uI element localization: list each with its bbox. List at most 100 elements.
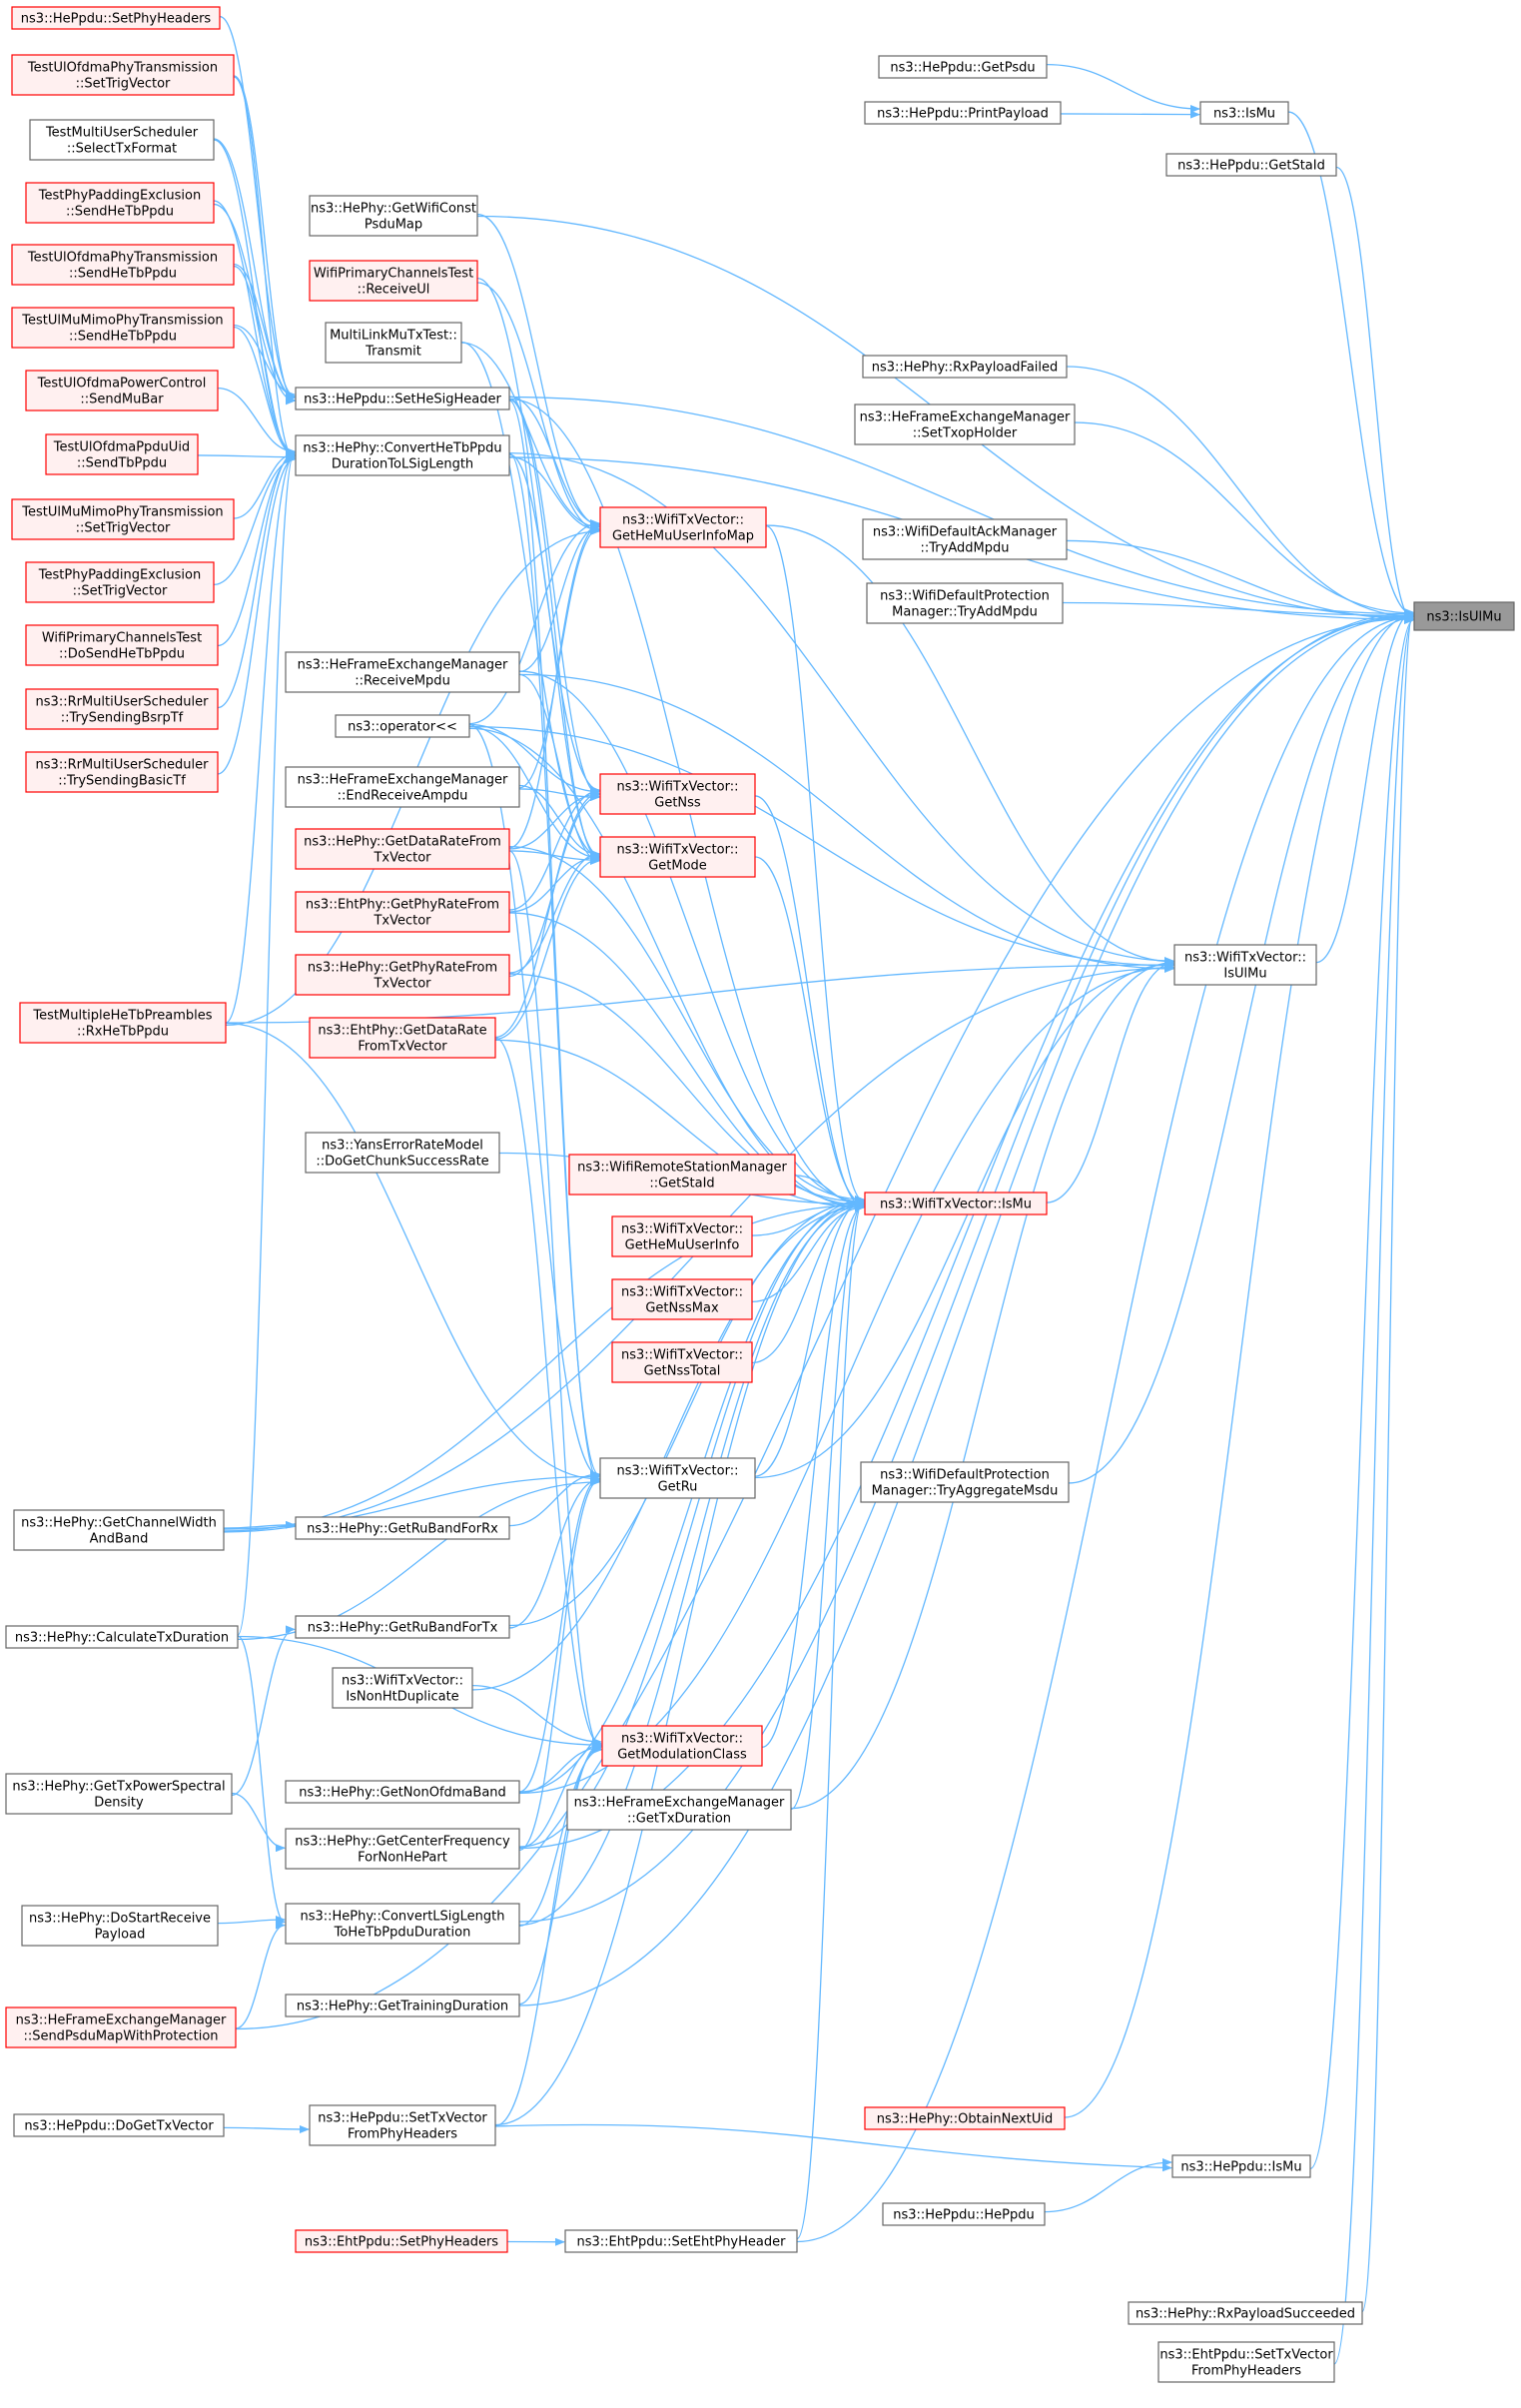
call-edge xyxy=(494,2123,1172,2172)
graph-node-ns3IsUlMu[interactable]: ns3::IsUlMu xyxy=(1413,601,1515,631)
node-label: TestUlMuMimoPhyTransmission xyxy=(21,505,223,520)
call-edge xyxy=(471,1203,865,1691)
graph-node-hePpduSetHeSigHeader[interactable]: ns3::HePpdu::SetHeSigHeader xyxy=(295,387,510,410)
node-label: ns3::WifiDefaultProtection xyxy=(880,1468,1050,1483)
graph-node-tummptSendHeTbPpdu[interactable]: TestUlMuMimoPhyTransmission::SendHeTbPpd… xyxy=(11,307,235,349)
node-box xyxy=(862,518,1068,560)
graph-node-wdamTryAddMpdu[interactable]: ns3::WifiDefaultAckManager::TryAddMpdu xyxy=(862,518,1068,560)
node-box xyxy=(295,1615,510,1639)
graph-node-hePhyRxPayloadSucceeded[interactable]: ns3::HePhy::RxPayloadSucceeded xyxy=(1128,2301,1363,2325)
node-box xyxy=(1199,101,1289,125)
graph-node-wpctDoSendHeTbPpdu[interactable]: WifiPrimaryChannelsTest::DoSendHeTbPpdu xyxy=(25,624,219,666)
graph-node-ehtPpduSetEhtPhyHeader[interactable]: ns3::EhtPpdu::SetEhtPhyHeader xyxy=(564,2229,798,2253)
graph-node-hfemEndReceiveAmpdu[interactable]: ns3::HeFrameExchangeManager::EndReceiveA… xyxy=(285,766,520,808)
node-box xyxy=(19,1002,227,1044)
graph-node-hePhyGetRuBandForRx[interactable]: ns3::HePhy::GetRuBandForRx xyxy=(295,1516,510,1540)
node-box xyxy=(599,1457,756,1499)
graph-node-hePhyRxPayloadFailed[interactable]: ns3::HePhy::RxPayloadFailed xyxy=(862,355,1068,379)
graph-node-hePpduIsMu[interactable]: ns3::HePpdu::IsMu xyxy=(1171,2154,1311,2178)
graph-node-hePhyConvertHeTbPpduDurationToLSigLength[interactable]: ns3::HePhy::ConvertHeTbPpduDurationToLSi… xyxy=(295,434,510,476)
graph-node-hfemSetTxopHolder[interactable]: ns3::HeFrameExchangeManager::SetTxopHold… xyxy=(854,403,1076,445)
graph-node-rmusTrySendingBsrpTf[interactable]: ns3::RrMultiUserScheduler::TrySendingBsr… xyxy=(25,688,219,730)
node-box xyxy=(5,1625,239,1649)
graph-node-tmhtpRxHeTbPpdu[interactable]: TestMultipleHeTbPreambles::RxHeTbPpdu xyxy=(19,1002,227,1044)
graph-node-tppeSetTrigVector[interactable]: TestPhyPaddingExclusion::SetTrigVector xyxy=(25,561,215,603)
graph-node-hePhyGetNonOfdmaBand[interactable]: ns3::HePhy::GetNonOfdmaBand xyxy=(285,1780,520,1804)
graph-node-tuoptSetTrigVector[interactable]: TestUlOfdmaPhyTransmission::SetTrigVecto… xyxy=(11,54,235,96)
graph-node-ns3IsMu[interactable]: ns3::IsMu xyxy=(1199,101,1289,125)
graph-node-tppeSendHeTbPpdu[interactable]: TestPhyPaddingExclusion::SendHeTbPpdu xyxy=(25,182,215,224)
graph-node-hePhyGetCenterFrequencyForNonHePart[interactable]: ns3::HePhy::GetCenterFrequencyForNonHePa… xyxy=(285,1828,520,1870)
node-label: ::TrySendingBsrpTf xyxy=(61,711,184,726)
graph-node-tmusSelectTxFormat[interactable]: TestMultiUserScheduler::SelectTxFormat xyxy=(29,119,215,161)
graph-node-wpctReceiveUl[interactable]: WifiPrimaryChannelsTest::ReceiveUl xyxy=(309,260,478,302)
graph-node-ehtPpduSetPhyHeaders[interactable]: ns3::EhtPpdu::SetPhyHeaders xyxy=(295,2229,508,2253)
node-label: ns3::HeFrameExchangeManager xyxy=(298,658,508,673)
graph-node-wtxIsUlMu[interactable]: ns3::WifiTxVector::IsUlMu xyxy=(1173,944,1317,986)
graph-node-wtxGetModulationClass[interactable]: ns3::WifiTxVector::GetModulationClass xyxy=(601,1725,763,1767)
graph-node-hePpduDoGetTxVector[interactable]: ns3::HePpdu::DoGetTxVector xyxy=(13,2113,225,2137)
graph-node-wtxGetNssMax[interactable]: ns3::WifiTxVector::GetNssMax xyxy=(611,1278,753,1320)
graph-node-tummptSetTrigVector[interactable]: TestUlMuMimoPhyTransmission::SetTrigVect… xyxy=(11,498,235,540)
graph-node-wtxIsMu[interactable]: ns3::WifiTxVector::IsMu xyxy=(864,1192,1048,1215)
graph-node-wdpmTryAddMpdu[interactable]: ns3::WifiDefaultProtectionManager::TryAd… xyxy=(866,582,1064,624)
graph-node-operatorLtLt[interactable]: ns3::operator<< xyxy=(335,714,470,738)
graph-node-wtxGetMode[interactable]: ns3::WifiTxVector::GetMode xyxy=(599,836,756,878)
call-edge xyxy=(237,1635,286,1927)
node-box xyxy=(866,582,1064,624)
graph-node-hePhyObtainNextUid[interactable]: ns3::HePhy::ObtainNextUid xyxy=(864,2106,1066,2130)
graph-node-hfemReceiveMpdu[interactable]: ns3::HeFrameExchangeManager::ReceiveMpdu xyxy=(285,651,520,693)
node-label: GetNss xyxy=(654,796,701,811)
graph-node-wtxIsNonHtDuplicate[interactable]: ns3::WifiTxVector::IsNonHtDuplicate xyxy=(332,1667,473,1709)
graph-node-wtxGetNssTotal[interactable]: ns3::WifiTxVector::GetNssTotal xyxy=(611,1341,753,1383)
graph-node-hePhyConvertLSigLengthToHeTbPpduDuration[interactable]: ns3::HePhy::ConvertLSigLengthToHeTbPpduD… xyxy=(285,1903,520,1945)
graph-node-hfemSendPsduMapWithProtection[interactable]: ns3::HeFrameExchangeManager::SendPsduMap… xyxy=(5,2007,237,2048)
graph-node-wdpmTryAggregateMsdu[interactable]: ns3::WifiDefaultProtectionManager::TryAg… xyxy=(860,1461,1070,1503)
graph-node-hePhyGetTrainingDuration[interactable]: ns3::HePhy::GetTrainingDuration xyxy=(285,1994,520,2017)
graph-node-wtxGetNss[interactable]: ns3::WifiTxVector::GetNss xyxy=(599,773,756,815)
graph-node-hePpduSetPhyHeaders[interactable]: ns3::HePpdu::SetPhyHeaders xyxy=(11,6,221,30)
graph-node-hePpduPrintPayload[interactable]: ns3::HePpdu::PrintPayload xyxy=(864,101,1062,125)
node-box xyxy=(285,1828,520,1870)
graph-node-wtxGetRu[interactable]: ns3::WifiTxVector::GetRu xyxy=(599,1457,756,1499)
graph-node-hePpduHePpdu[interactable]: ns3::HePpdu::HePpdu xyxy=(882,2202,1046,2226)
graph-node-yemDoGetChunkSuccessRate[interactable]: ns3::YansErrorRateModel::DoGetChunkSucce… xyxy=(305,1132,500,1174)
graph-node-rmusTrySendingBasicTf[interactable]: ns3::RrMultiUserScheduler::TrySendingBas… xyxy=(25,751,219,793)
node-label: ::SelectTxFormat xyxy=(67,142,177,157)
graph-node-hePpduGetPsdu[interactable]: ns3::HePpdu::GetPsdu xyxy=(878,55,1048,79)
node-box xyxy=(325,322,462,364)
node-box xyxy=(305,1132,500,1174)
node-label: ns3::HePpdu::GetStaId xyxy=(1177,159,1325,174)
call-edge xyxy=(235,1921,286,2029)
graph-node-hfemGetTxDuration[interactable]: ns3::HeFrameExchangeManager::GetTxDurati… xyxy=(566,1789,792,1831)
node-label: ::DoSendHeTbPpdu xyxy=(59,647,185,662)
node-label: ns3::HePhy::RxPayloadFailed xyxy=(872,361,1059,376)
graph-node-hePhyGetRuBandForTx[interactable]: ns3::HePhy::GetRuBandForTx xyxy=(295,1615,510,1639)
graph-node-mlmtTransmit[interactable]: MultiLinkMuTxTest::Transmit xyxy=(325,322,462,364)
graph-node-wtxGetHeMuUserInfoMap[interactable]: ns3::WifiTxVector::GetHeMuUserInfoMap xyxy=(599,506,767,548)
node-box xyxy=(611,1278,753,1320)
node-label: ::ReceiveMpdu xyxy=(355,674,450,689)
graph-node-hePhyCalculateTxDuration[interactable]: ns3::HePhy::CalculateTxDuration xyxy=(5,1625,239,1649)
node-label: WifiPrimaryChannelsTest xyxy=(42,631,202,646)
node-box xyxy=(25,370,219,411)
node-label: ns3::WifiTxVector:: xyxy=(616,780,738,795)
graph-node-wrsmGetStaId[interactable]: ns3::WifiRemoteStationManager::GetStaId xyxy=(568,1154,796,1196)
call-edge xyxy=(213,203,296,405)
graph-node-hePpduGetStaId[interactable]: ns3::HePpdu::GetStaId xyxy=(1165,153,1337,177)
graph-node-tuoptSendHeTbPpdu[interactable]: TestUlOfdmaPhyTransmission::SendHeTbPpdu xyxy=(11,244,235,286)
graph-node-wtxGetHeMuUserInfo[interactable]: ns3::WifiTxVector::GetHeMuUserInfo xyxy=(611,1215,753,1257)
node-box xyxy=(864,2106,1066,2130)
graph-node-tuopuSendTbPpdu[interactable]: TestUlOfdmaPpduUid::SendTbPpdu xyxy=(45,433,199,475)
graph-node-tuopcSendMuBar[interactable]: TestUlOfdmaPowerControl::SendMuBar xyxy=(25,370,219,411)
